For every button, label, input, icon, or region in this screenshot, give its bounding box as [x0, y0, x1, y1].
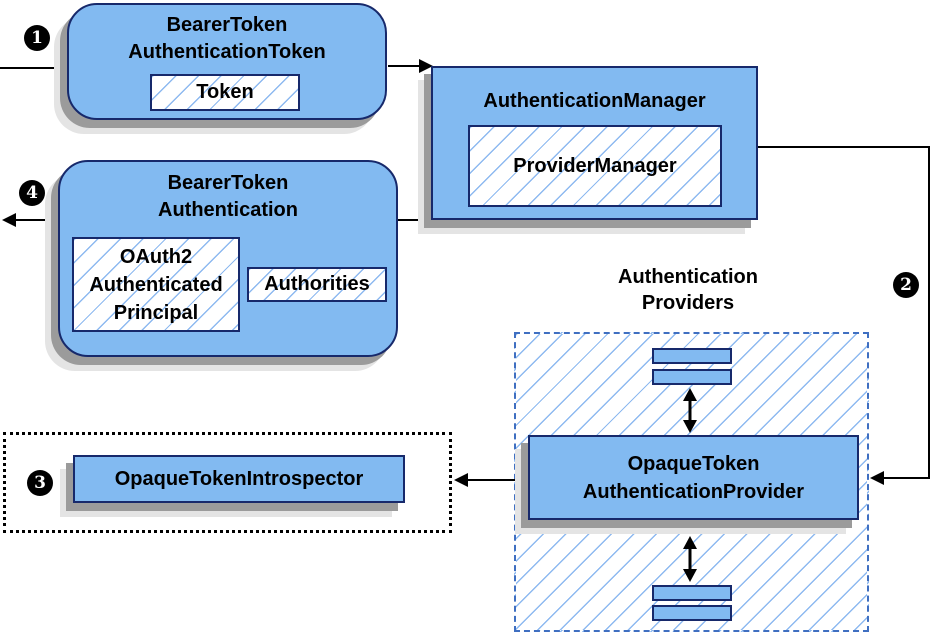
bearer-token-authentication-title: BearerToken Authentication — [60, 170, 396, 224]
double-arrow-top-icon — [683, 388, 697, 433]
step-2-badge: 2 — [893, 272, 919, 298]
bearer-token-authentication-token-title: BearerToken AuthenticationToken — [69, 12, 385, 66]
token-box: Token — [150, 74, 300, 111]
oauth2-authenticated-principal-line2: Authenticated — [89, 273, 223, 296]
step-4-badge: 4 — [19, 180, 45, 206]
opaque-token-authentication-provider-node: OpaqueToken AuthenticationProvider — [528, 435, 859, 520]
bearer-token-authentication-token-title-line1: BearerToken — [166, 14, 288, 36]
provider-list-item — [652, 348, 732, 364]
bearer-token-authentication-token-node: BearerToken AuthenticationToken Token — [67, 3, 387, 120]
authentication-providers-label-line1: Authentication — [618, 266, 758, 288]
opaque-token-introspector-node: OpaqueTokenIntrospector — [73, 455, 405, 503]
authentication-providers-label-line2: Providers — [641, 292, 735, 314]
provider-to-introspector-arrowhead-icon — [454, 473, 468, 487]
bearer-token-authentication-title-line1: BearerToken — [167, 172, 289, 194]
authentication-out-arrowhead-icon — [2, 213, 16, 227]
opaque-token-authentication-provider-line2: AuthenticationProvider — [582, 480, 805, 503]
authentication-manager-node: AuthenticationManager ProviderManager — [431, 66, 758, 220]
opaque-token-introspector-label: OpaqueTokenIntrospector — [114, 467, 364, 490]
double-arrow-bottom-icon — [683, 536, 697, 582]
bearer-token-authentication-node: BearerToken Authentication OAuth2 Authen… — [58, 160, 398, 357]
manager-to-provider-line — [758, 146, 930, 479]
authorities-label: Authorities — [264, 273, 370, 295]
bearer-token-authentication-title-line2: Authentication — [158, 199, 298, 221]
oauth2-authenticated-principal-box: OAuth2 Authenticated Principal — [72, 237, 240, 332]
provider-list-item — [652, 605, 732, 621]
token-label: Token — [196, 81, 254, 103]
provider-manager-box: ProviderManager — [468, 125, 722, 207]
provider-list-item — [652, 369, 732, 385]
authentication-providers-label: Authentication Providers — [588, 264, 788, 316]
authentication-manager-title: AuthenticationManager — [483, 90, 706, 112]
provider-manager-label: ProviderManager — [513, 154, 677, 177]
oauth2-authenticated-principal-line1: OAuth2 — [119, 245, 193, 268]
token-to-manager-arrowhead-icon — [419, 59, 433, 73]
step-3-badge: 3 — [27, 470, 53, 496]
authorities-box: Authorities — [247, 267, 387, 302]
provider-list-item — [652, 585, 732, 601]
step-1-badge: 1 — [24, 25, 50, 51]
oauth2-authenticated-principal-line3: Principal — [113, 301, 199, 324]
manager-to-provider-arrowhead-icon — [870, 471, 884, 485]
bearer-token-authentication-token-title-line2: AuthenticationToken — [128, 41, 326, 63]
opaque-token-authentication-provider-line1: OpaqueToken — [627, 452, 760, 475]
